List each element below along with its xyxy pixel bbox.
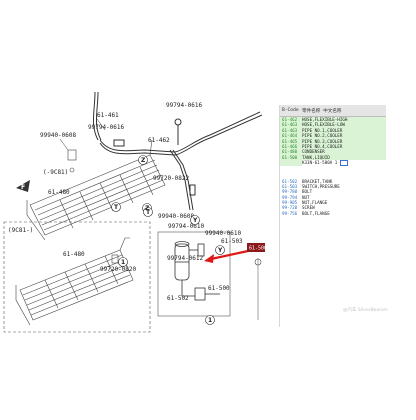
watermark: @汽车 SilverBearsm bbox=[343, 308, 388, 313]
callout-99794-0612: 99794-0612 bbox=[167, 255, 204, 262]
parts-row[interactable]: 61-462 HOSE,FLEXIBLE-HIGH bbox=[280, 117, 386, 123]
callout-61-502: 61-502 bbox=[167, 295, 189, 302]
highlight-tag-label: 61-500 bbox=[249, 246, 267, 252]
part-name: CONDENSER bbox=[302, 149, 325, 155]
circle-label-1-b: 1 bbox=[208, 317, 212, 324]
condenser-upper bbox=[26, 139, 166, 241]
part-name: HOSE,FLEXIBLE-HIGH bbox=[302, 117, 348, 122]
part-code: 61-480 bbox=[282, 149, 298, 155]
parts-row[interactable]: 99-794 NUT bbox=[280, 194, 386, 201]
condenser-lower bbox=[15, 237, 134, 326]
part-code: 99-720 bbox=[282, 205, 298, 211]
part-number: K33N-61-500A bbox=[302, 160, 333, 166]
callout-99940-0608-b: 99940-0608 bbox=[158, 213, 195, 220]
parts-row-detail[interactable]: K33N-61-500A 1 bbox=[280, 160, 386, 166]
parts-row[interactable]: 99-905 NUT,FLANGE bbox=[280, 200, 386, 206]
part-code: 61-465 bbox=[282, 138, 298, 144]
callout-99720-0820: 99720-0820 bbox=[100, 266, 137, 273]
callout-99940-0608-a: 99940-0608 bbox=[40, 132, 77, 139]
part-name: BRACKET,TANK bbox=[302, 178, 333, 184]
part-name: PIPE NO.3,COOLER bbox=[302, 138, 343, 144]
part-name: NUT bbox=[302, 194, 310, 200]
part-name: NUT,FLANGE bbox=[302, 200, 328, 206]
circle-label-y-2: Y bbox=[217, 247, 223, 254]
parts-row[interactable]: 61-464 PIPE NO.2,COOLER bbox=[280, 133, 386, 139]
header-code: B-Code bbox=[282, 108, 299, 113]
part-name: PIPE NO.1,COOLER bbox=[302, 127, 343, 133]
part-name: SCREW bbox=[302, 205, 315, 211]
part-code: 61-502 bbox=[282, 178, 298, 184]
parts-row[interactable]: 61-466 PIPE NO.4,COOLER bbox=[280, 143, 386, 150]
callout-9c81-before: (-9C81) bbox=[43, 169, 68, 176]
callout-61-461: 61-461 bbox=[97, 112, 119, 119]
callout-99794-0616-b: 99794-0616 bbox=[166, 102, 203, 109]
front-arrow-icon: F bbox=[16, 180, 30, 192]
group-spacer bbox=[280, 166, 386, 179]
part-code: 99-794 bbox=[282, 194, 298, 200]
callout-99794-0610: 99794-0610 bbox=[168, 223, 205, 230]
circle-label-y-1: Y bbox=[192, 217, 198, 224]
part-code: 61-466 bbox=[282, 143, 298, 149]
part-code: 99-905 bbox=[282, 200, 298, 206]
circle-label-t-2: T bbox=[146, 209, 151, 216]
callout-99794-0616-a: 99794-0616 bbox=[88, 124, 125, 131]
part-code: 61-463 bbox=[282, 122, 298, 128]
arrow-head-icon bbox=[204, 254, 214, 263]
part-name: PIPE NO.4,COOLER bbox=[302, 143, 343, 149]
highlight-arrow bbox=[210, 249, 249, 261]
circle-label-z-1: Z bbox=[141, 157, 146, 164]
parts-row[interactable]: 61-502 BRACKET,TANK bbox=[280, 178, 386, 184]
part-name: HOSE,FLEXIBLE-LOW bbox=[302, 122, 345, 128]
highlight-tag-box bbox=[247, 243, 265, 252]
hose-assembly-top bbox=[93, 91, 263, 211]
callout-61-503: 61-503 bbox=[221, 238, 243, 245]
inset-frame-center bbox=[157, 231, 231, 317]
parts-row[interactable]: 61-463 HOSE,FLEXIBLE-LOW bbox=[280, 122, 386, 128]
part-name: SWITCH,PRESSURE bbox=[302, 183, 340, 189]
part-code: 61-462 bbox=[282, 117, 298, 122]
svg-text:F: F bbox=[21, 184, 25, 191]
circle-label-1-a: 1 bbox=[121, 259, 125, 266]
part-code: 99-780 bbox=[282, 189, 298, 195]
callout-9c81-after: (9C81-) bbox=[8, 227, 33, 234]
parts-row[interactable]: 99-756 BOLT,FLANGE bbox=[280, 210, 386, 217]
parts-row[interactable]: 61-465 PIPE NO.3,COOLER bbox=[280, 138, 386, 144]
callout-61-480-b: 61-480 bbox=[63, 251, 85, 258]
callout-61-480-a: 61-480 bbox=[48, 189, 70, 196]
callout-99720-0822: 99720-0822 bbox=[153, 175, 190, 182]
header-name: 零件名称 中文名称 bbox=[302, 108, 342, 114]
parts-list-header: B-Code 零件名称 中文名称 bbox=[280, 105, 386, 117]
callout-61-462: 61-462 bbox=[148, 137, 170, 144]
part-name: PIPE NO.2,COOLER bbox=[302, 133, 343, 139]
parts-row[interactable]: 99-780 BOLT bbox=[280, 189, 386, 195]
callout-61-500: 61-500 bbox=[208, 285, 230, 292]
part-name: TANK,LIQUID bbox=[302, 154, 330, 160]
part-code: 61-463 bbox=[282, 127, 298, 133]
part-code: 61-464 bbox=[282, 133, 298, 139]
circle-label-t-1: T bbox=[114, 204, 119, 211]
circle-label-z-2: Z bbox=[145, 205, 150, 212]
part-name: K33N-61-500A 1 bbox=[302, 160, 386, 166]
parts-row-selected[interactable]: 61-500 TANK,LIQUID bbox=[280, 154, 386, 161]
callout-99940-0610: 99940-0610 bbox=[205, 230, 242, 237]
part-code: 61-503 bbox=[282, 183, 298, 189]
quantity-value: 1 bbox=[334, 160, 338, 166]
inset-frame-left bbox=[3, 221, 151, 333]
parts-row[interactable]: 99-720 SCREW bbox=[280, 205, 386, 211]
reference-circles bbox=[111, 155, 225, 325]
parts-row[interactable]: 61-503 SWITCH,PRESSURE bbox=[280, 183, 386, 190]
receiver-drier bbox=[174, 241, 220, 301]
part-name: BOLT,FLANGE bbox=[302, 210, 330, 216]
parts-row[interactable]: 61-463 PIPE NO.1,COOLER bbox=[280, 127, 386, 134]
parts-list-panel: B-Code 零件名称 中文名称 61-462 HOSE,FLEXIBLE-HI… bbox=[279, 105, 386, 327]
part-code bbox=[280, 160, 302, 165]
part-name: BOLT bbox=[302, 189, 313, 195]
part-code: 99-756 bbox=[282, 210, 298, 216]
parts-row[interactable]: 61-480 CONDENSER bbox=[280, 149, 386, 155]
quantity-input-box[interactable] bbox=[340, 160, 349, 166]
part-code: 61-500 bbox=[282, 154, 298, 160]
